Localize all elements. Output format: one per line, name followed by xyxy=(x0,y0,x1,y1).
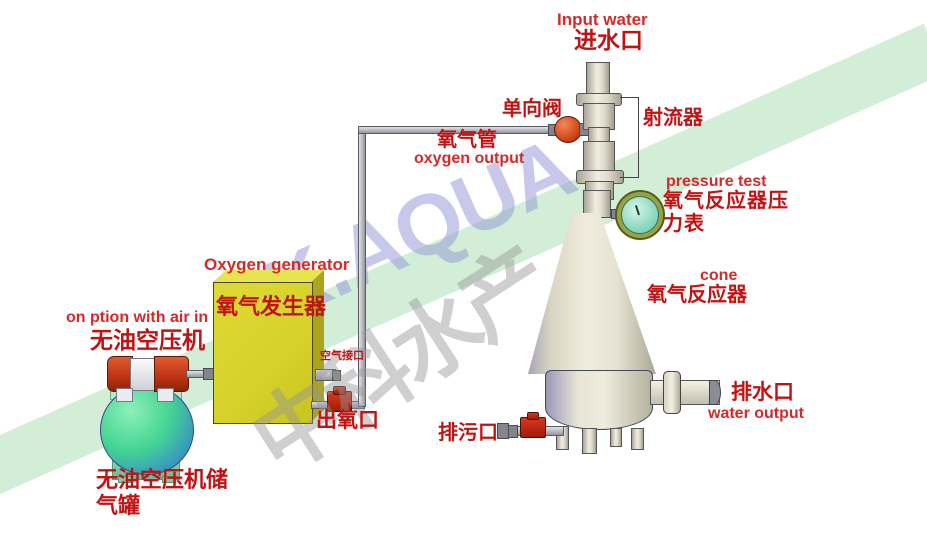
label-air-port: 空气接口 xyxy=(320,350,364,362)
label-reactor: 氧气反应器 xyxy=(647,284,747,306)
drain-valve xyxy=(520,417,546,438)
drain-valve-knob xyxy=(527,412,539,420)
oxygen-generator-side-face xyxy=(311,270,324,422)
label-input-water-cn: 进水口 xyxy=(574,27,643,53)
reactor-leg-2 xyxy=(582,428,597,454)
oxygen-generator-front-face xyxy=(213,282,313,424)
reactor-base xyxy=(545,370,653,430)
reactor-leg-4 xyxy=(631,428,644,450)
label-compressor: 无油空压机 xyxy=(90,327,205,353)
label-oxygen-output: oxygen output xyxy=(414,150,525,167)
compressor-right-cap xyxy=(154,356,189,392)
compressor-middle xyxy=(130,358,157,391)
label-tank: 无油空压机储气罐 xyxy=(96,467,229,519)
compressor-foot-left xyxy=(116,388,133,402)
label-air-in: on ption with air in xyxy=(66,309,209,326)
water-output-pipe-end xyxy=(709,380,721,405)
label-check-valve: 单向阀 xyxy=(502,98,562,120)
oxygen-generator-top-face xyxy=(213,270,324,282)
check-valve-ball xyxy=(554,116,582,143)
column-section-2 xyxy=(583,141,615,173)
compressor-left-cap xyxy=(107,356,133,392)
label-cone-en: cone xyxy=(700,267,738,284)
drain-mid-fitting xyxy=(508,425,518,438)
column-section-1 xyxy=(583,103,615,130)
tank-foot-left xyxy=(118,476,132,483)
label-oxygen-outlet: 出氧口 xyxy=(316,409,379,432)
label-pressure-test: pressure test xyxy=(666,173,767,190)
compressor-foot-right xyxy=(157,388,174,402)
tank-foot-right xyxy=(162,476,176,483)
water-output-flange xyxy=(663,371,681,414)
label-oxygen-generator-cn: 氧气发生器 xyxy=(216,294,327,319)
pressure-gauge-face xyxy=(621,196,659,234)
oxygen-outlet-valve-knob xyxy=(333,386,346,395)
label-water-output-cn: 排水口 xyxy=(731,381,794,404)
label-pressure-gauge: 氧气反应器压力表 xyxy=(663,190,789,235)
jet-device-bracket xyxy=(620,97,639,178)
label-oxygen-pipe: 氧气管 xyxy=(437,129,497,151)
label-input-water-en: Input water xyxy=(557,10,648,29)
air-port-nozzle-tip xyxy=(332,370,341,381)
label-drain: 排污口 xyxy=(438,422,498,444)
label-water-output-en: water output xyxy=(708,405,804,422)
water-output-pipe xyxy=(650,380,720,405)
reactor-leg-3 xyxy=(610,428,622,447)
label-oxygen-generator-en: Oxygen generator xyxy=(204,255,350,274)
label-jet-device: 射流器 xyxy=(643,107,703,129)
